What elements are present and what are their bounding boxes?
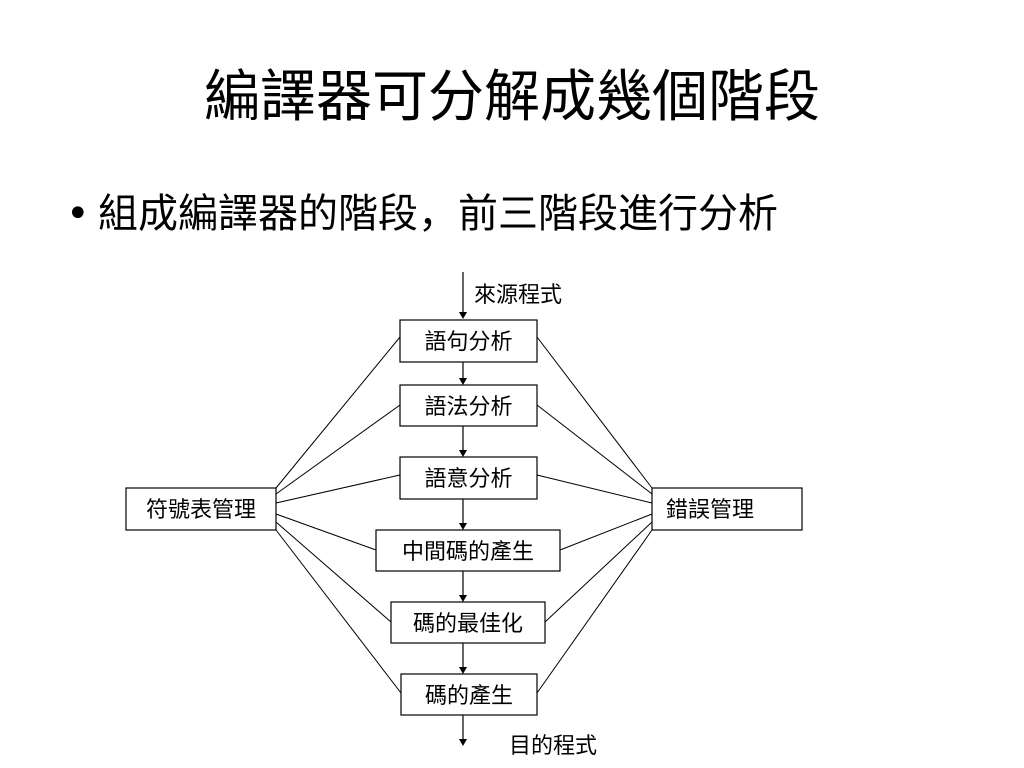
edge-error-syntax	[536, 404, 653, 495]
edge-symbol-lexical	[275, 336, 401, 489]
arrowhead-2	[459, 450, 467, 457]
edge-symbol-intermediate	[275, 513, 377, 551]
arrowhead-output	[459, 739, 467, 746]
error-handler-box: 錯誤管理	[651, 487, 803, 531]
arrowhead-4	[459, 595, 467, 602]
phase-label-semantic: 語意分析	[424, 467, 512, 492]
flow-arrows	[459, 272, 467, 746]
phase-box-codegen: 碼的產生	[400, 673, 538, 716]
phase-label-intermediate: 中間碼的產生	[402, 540, 534, 565]
bullet-dot-icon: •	[66, 191, 90, 237]
phase-box-optimize: 碼的最佳化	[390, 601, 546, 644]
edge-symbol-optimize	[275, 521, 392, 623]
symbol-table-label: 符號表管理	[146, 498, 256, 523]
phase-label-codegen: 碼的產生	[425, 684, 513, 709]
bullet-text: 組成編譯器的階段，前三階段進行分析	[98, 191, 778, 237]
arrowhead-3	[459, 523, 467, 530]
edge-error-intermediate	[559, 513, 653, 551]
phase-box-syntax: 語法分析	[399, 384, 538, 427]
edge-error-semantic	[536, 474, 653, 504]
output-label: 目的程式	[509, 734, 597, 759]
arrowhead-1	[459, 378, 467, 385]
edge-error-codegen	[536, 529, 653, 694]
phase-label-syntax: 語法分析	[424, 395, 512, 420]
phase-label-lexical: 語句分析	[424, 330, 512, 355]
edge-symbol-syntax	[275, 404, 401, 495]
bullet-item: •組成編譯器的階段，前三階段進行分析	[66, 186, 778, 242]
phase-box-intermediate: 中間碼的產生	[375, 529, 561, 572]
error-handler-connectors	[536, 336, 653, 694]
edge-error-lexical	[536, 336, 653, 489]
edge-symbol-semantic	[275, 474, 401, 504]
edge-error-optimize	[544, 521, 653, 623]
edge-symbol-codegen	[275, 529, 402, 694]
arrowhead-input	[459, 312, 467, 319]
symbol-table-box: 符號表管理	[125, 487, 277, 531]
phase-box-semantic: 語意分析	[399, 456, 538, 500]
error-handler-label: 錯誤管理	[666, 498, 754, 523]
phase-label-optimize: 碼的最佳化	[413, 612, 523, 637]
input-label: 來源程式	[474, 283, 562, 308]
arrowhead-5	[459, 667, 467, 674]
slide-title: 編譯器可分解成幾個階段	[204, 65, 820, 130]
symbol-table-connectors	[275, 336, 402, 694]
phase-box-lexical: 語句分析	[399, 319, 538, 363]
